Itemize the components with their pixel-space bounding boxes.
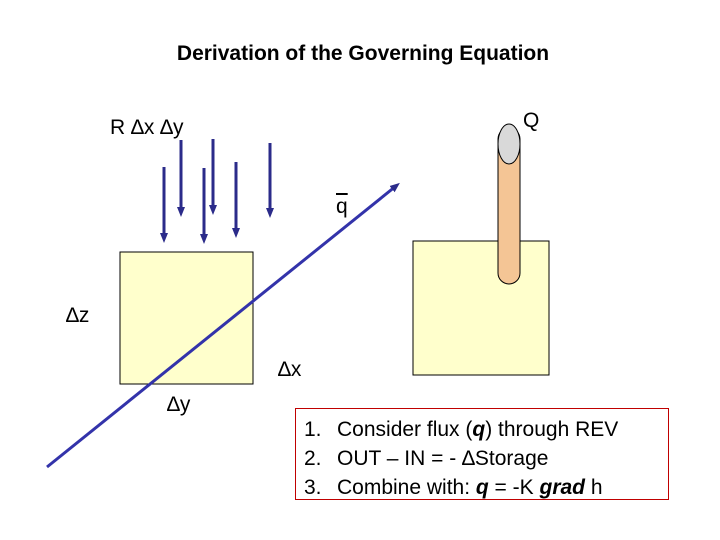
step-number: 3. (304, 476, 322, 499)
step-text: grad (539, 476, 586, 499)
step-number: 2. (304, 447, 322, 470)
step-text: ) through REV (485, 418, 619, 441)
delta-x-label: ∆x (278, 358, 302, 381)
page-title: Derivation of the Governing Equation (176, 42, 550, 65)
step-text: q (475, 476, 489, 499)
step-text: Combine with: (337, 476, 476, 499)
recharge-label: R ∆x ∆y (110, 116, 184, 139)
delta-y-label: ∆y (167, 393, 191, 416)
step-text: Consider flux ( (337, 418, 473, 441)
flux-line (46, 182, 400, 469)
pumping-rate-label: Q (523, 109, 540, 132)
flux-label: q (336, 195, 348, 218)
step-text: h (585, 476, 603, 499)
recharge-arrows (160, 139, 274, 244)
step-text: = -K (488, 476, 540, 499)
delta-z-label: ∆z (66, 304, 90, 327)
step-item: 2. OUT – IN = - ∆Storage (304, 444, 668, 473)
step-number: 1. (304, 418, 322, 441)
rev-cube-right (412, 240, 550, 376)
pumping-well (497, 123, 521, 285)
step-text: OUT – IN = - ∆Storage (337, 447, 549, 470)
step-item: 1. Consider flux (q) through REV (304, 415, 668, 444)
step-item: 3. Combine with: q = -K grad h (304, 473, 668, 502)
well-top (497, 123, 521, 165)
step-text: q (472, 418, 486, 441)
